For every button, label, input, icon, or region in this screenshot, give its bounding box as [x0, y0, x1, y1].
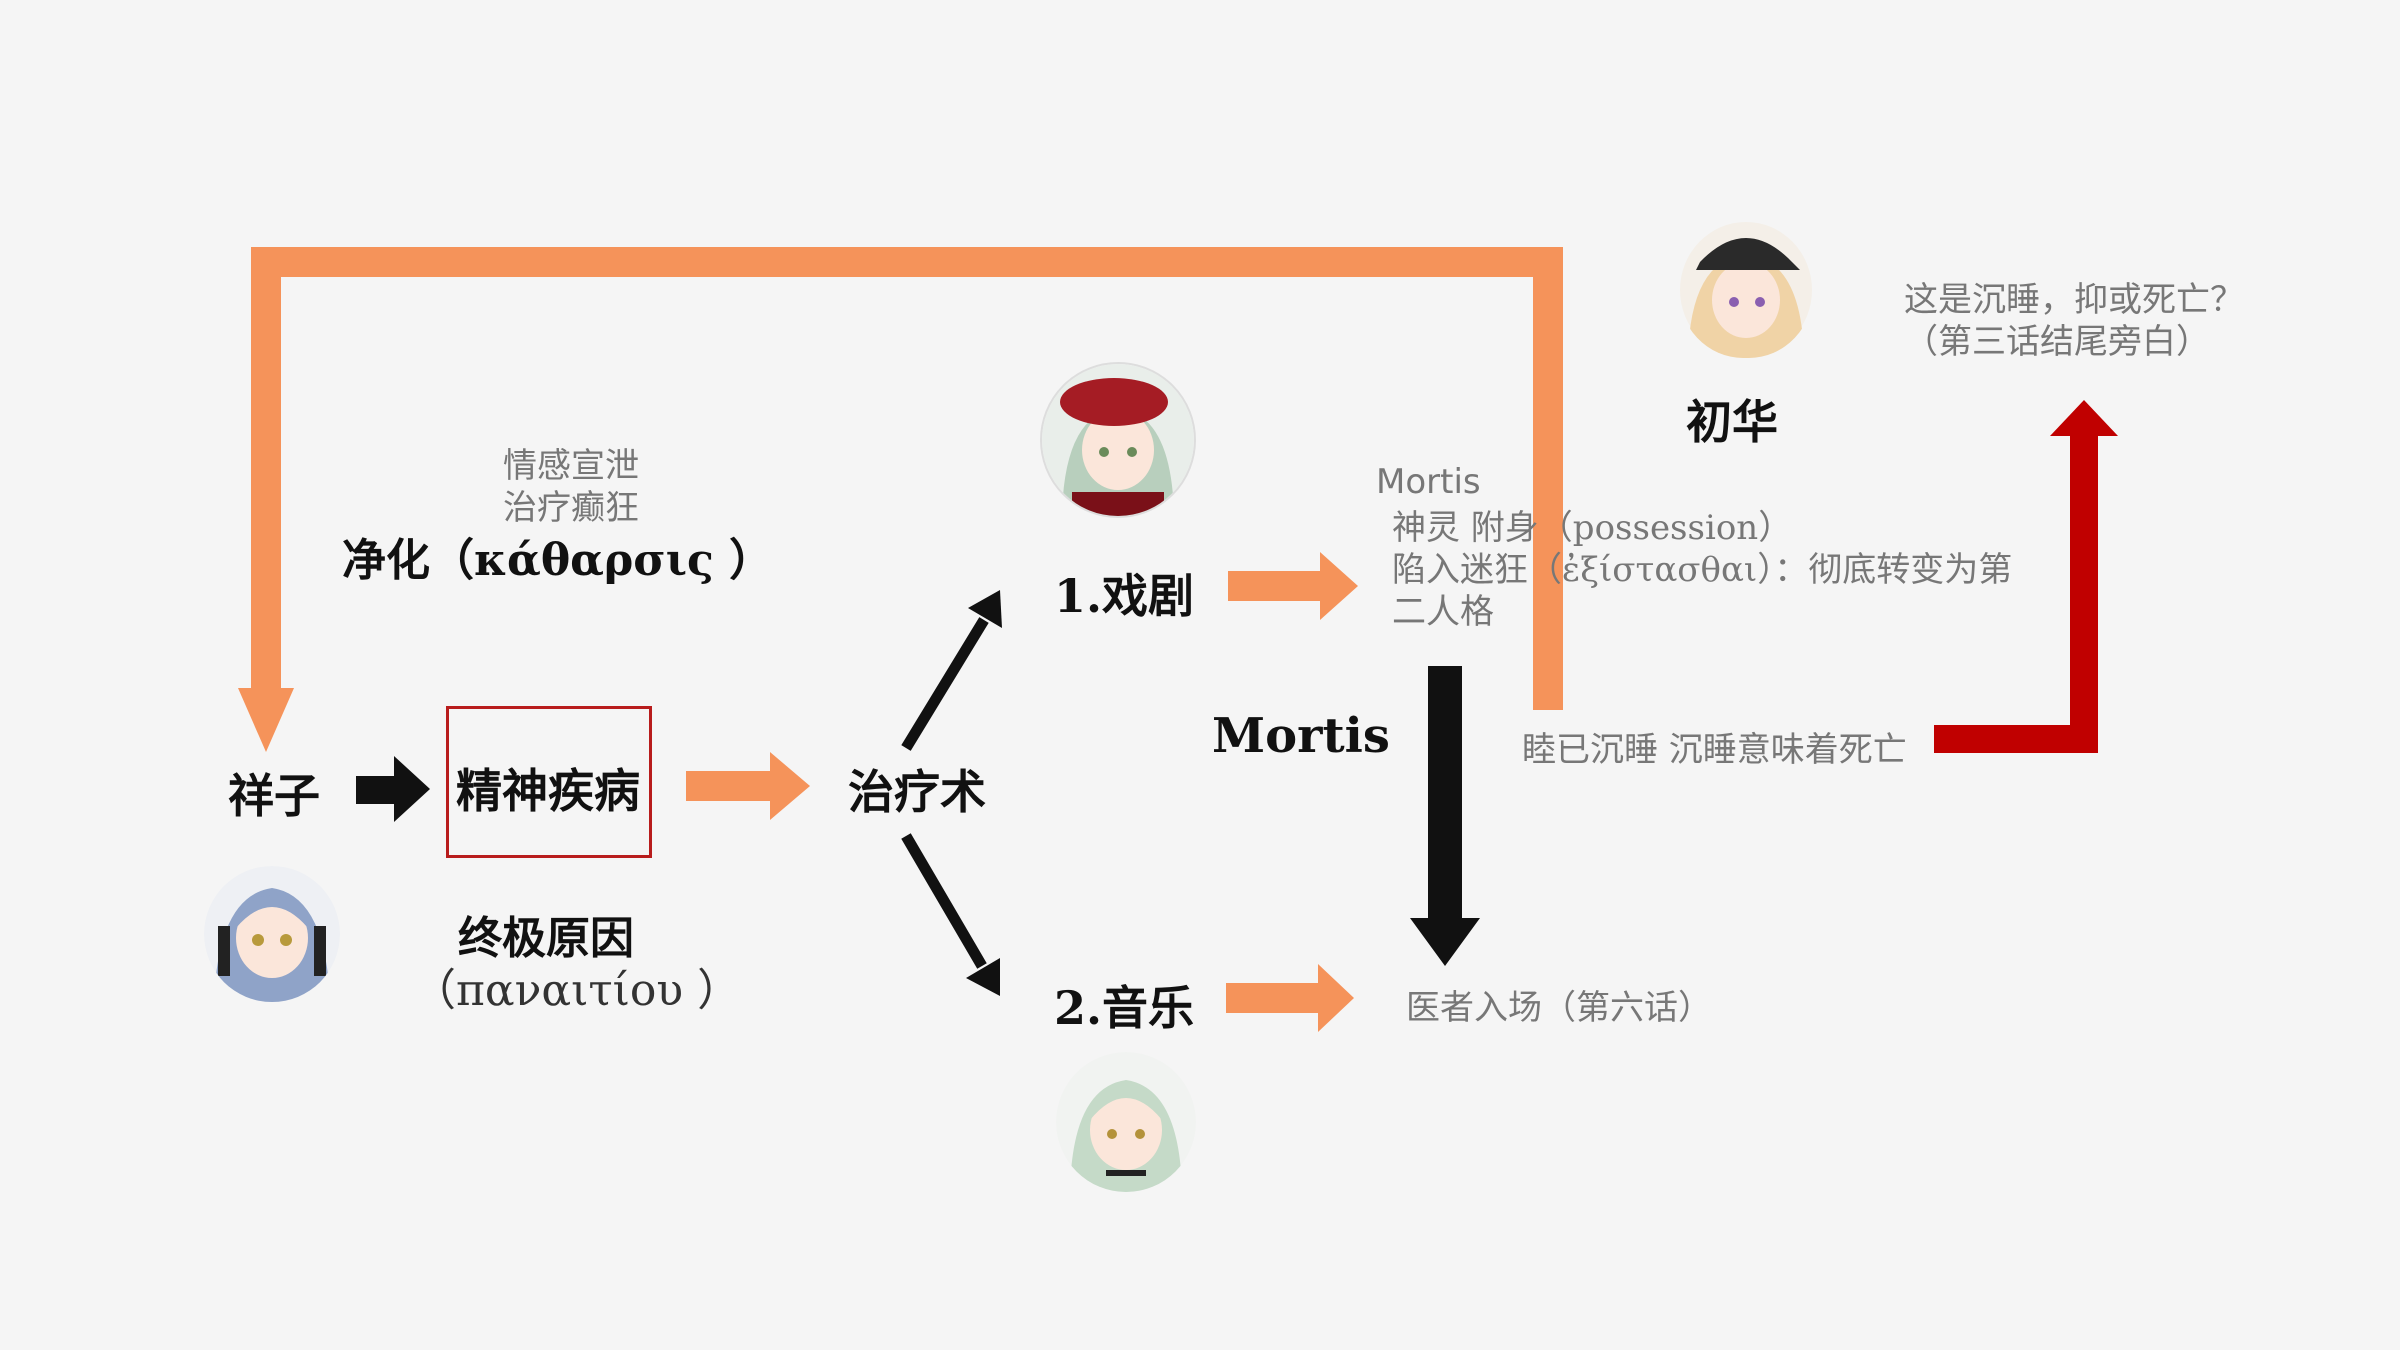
mortis-line3: 二人格 — [1392, 592, 1494, 632]
orange-arrowhead-drama-mortis — [1320, 552, 1358, 620]
node-music: 2.音乐 — [1054, 981, 1195, 1035]
sakiko-avatar — [204, 866, 340, 1002]
ultimate-cause-title: 终极原因 — [458, 913, 634, 964]
orange-loop-arrow — [251, 247, 1563, 710]
red-arrowhead — [2050, 400, 2118, 436]
black-arrow-treatment-music — [901, 833, 987, 969]
mortis-beret-avatar — [1040, 362, 1196, 518]
orange-arrowhead-music-doctor — [1318, 964, 1354, 1032]
question-line1: 这是沉睡，抑或死亡？ — [1904, 280, 2244, 320]
mortis-line1: 神灵 附身（possession） — [1392, 508, 1793, 548]
node-mortis-center: Mortis — [1212, 708, 1390, 764]
question-line2: （第三话结尾旁白） — [1904, 322, 2210, 362]
orange-arrow-music-doctor — [1226, 983, 1320, 1013]
red-arrow — [1934, 436, 2098, 753]
black-arrowhead-treatment-drama — [968, 590, 1002, 628]
black-arrow-mortis-down — [1428, 666, 1462, 920]
orange-arrowhead-illness-treatment — [770, 752, 810, 820]
catharsis-line2: 治疗癫狂 — [503, 488, 639, 528]
orange-arrow-drama-mortis — [1228, 571, 1322, 601]
node-treatment: 治疗术 — [848, 765, 986, 819]
catharsis-title: 净化（κάθαρσις ） — [342, 535, 774, 586]
sleep-death-label: 睦已沉睡 沉睡意味着死亡 — [1522, 730, 1907, 770]
mutsumi-avatar — [1056, 1052, 1196, 1192]
node-sakiko: 祥子 — [228, 769, 320, 823]
black-arrowhead-treatment-music — [966, 958, 1000, 996]
black-arrow-sakiko-illness — [356, 776, 396, 804]
node-uika: 初华 — [1686, 395, 1778, 449]
ultimate-cause-greek: （παναιτίου ） — [412, 965, 742, 1016]
uika-cap-avatar — [1678, 214, 1814, 358]
orange-arrow-illness-treatment — [686, 771, 772, 801]
black-arrowhead-mortis-down — [1410, 918, 1480, 966]
black-arrow-treatment-drama — [901, 617, 989, 751]
node-drama: 1.戏剧 — [1054, 569, 1195, 623]
black-arrowhead-sakiko-illness — [394, 756, 430, 822]
illness-box — [446, 706, 652, 858]
catharsis-line1: 情感宣泄 — [503, 446, 639, 486]
mortis-name: Mortis — [1376, 462, 1481, 502]
mortis-line2: 陷入迷狂（ἐξίστασθαι）：彻底转变为第 — [1392, 550, 2013, 590]
doctor-label: 医者入场（第六话） — [1406, 988, 1712, 1028]
orange-loop-arrowhead — [238, 688, 294, 752]
node-illness: 精神疾病 — [456, 764, 640, 818]
